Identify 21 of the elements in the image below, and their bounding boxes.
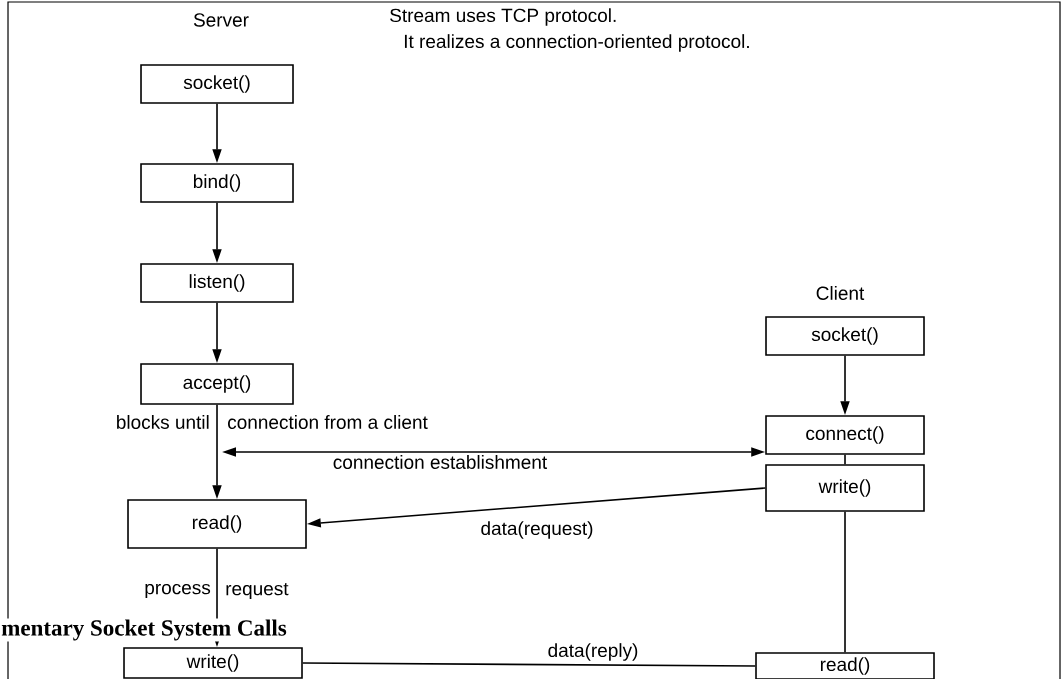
heading: Server [193, 13, 249, 27]
note-text: Stream uses TCP protocol. [390, 8, 616, 26]
note-text: process [145, 583, 211, 599]
function-box: read() [755, 652, 935, 679]
note-text: It realizes a connection-oriented protocol. [404, 34, 749, 52]
caption: mentary Socket System Calls [0, 618, 288, 642]
edge-label: data(request) [479, 520, 595, 540]
function-box: write() [765, 464, 925, 512]
note-text: connection from a client [228, 415, 428, 429]
note-text: request [226, 582, 289, 600]
function-box: listen() [140, 263, 294, 303]
function-box: read() [127, 499, 307, 549]
function-box: socket() [140, 64, 294, 104]
function-box: write() [123, 647, 303, 679]
function-box: socket() [765, 316, 925, 356]
function-box: connect() [765, 415, 925, 455]
note-text: blocks until [117, 415, 209, 429]
function-box: accept() [140, 363, 294, 405]
edge-label: connection establishment [331, 454, 549, 470]
edge-label: data(reply) [546, 642, 640, 662]
function-box: bind() [140, 163, 294, 203]
